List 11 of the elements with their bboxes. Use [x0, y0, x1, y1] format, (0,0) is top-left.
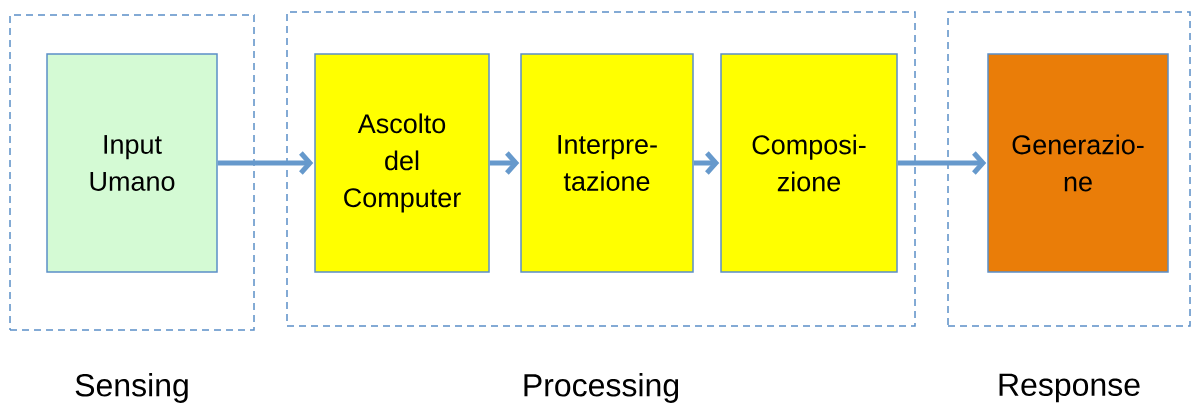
- arrow: [217, 151, 314, 175]
- stage-label: Processing: [524, 373, 679, 403]
- arrow: [489, 151, 520, 175]
- arrow: [897, 151, 987, 175]
- process-box: Input Umano: [46, 53, 218, 273]
- stage-label: Response: [999, 373, 1140, 403]
- stage-label: Sensing: [75, 373, 188, 403]
- process-box: Interpre- tazione: [520, 53, 694, 273]
- process-box: Ascolto del Computer: [314, 53, 490, 273]
- process-box: Composi- zione: [720, 53, 898, 273]
- process-box: Generazio- ne: [987, 53, 1169, 273]
